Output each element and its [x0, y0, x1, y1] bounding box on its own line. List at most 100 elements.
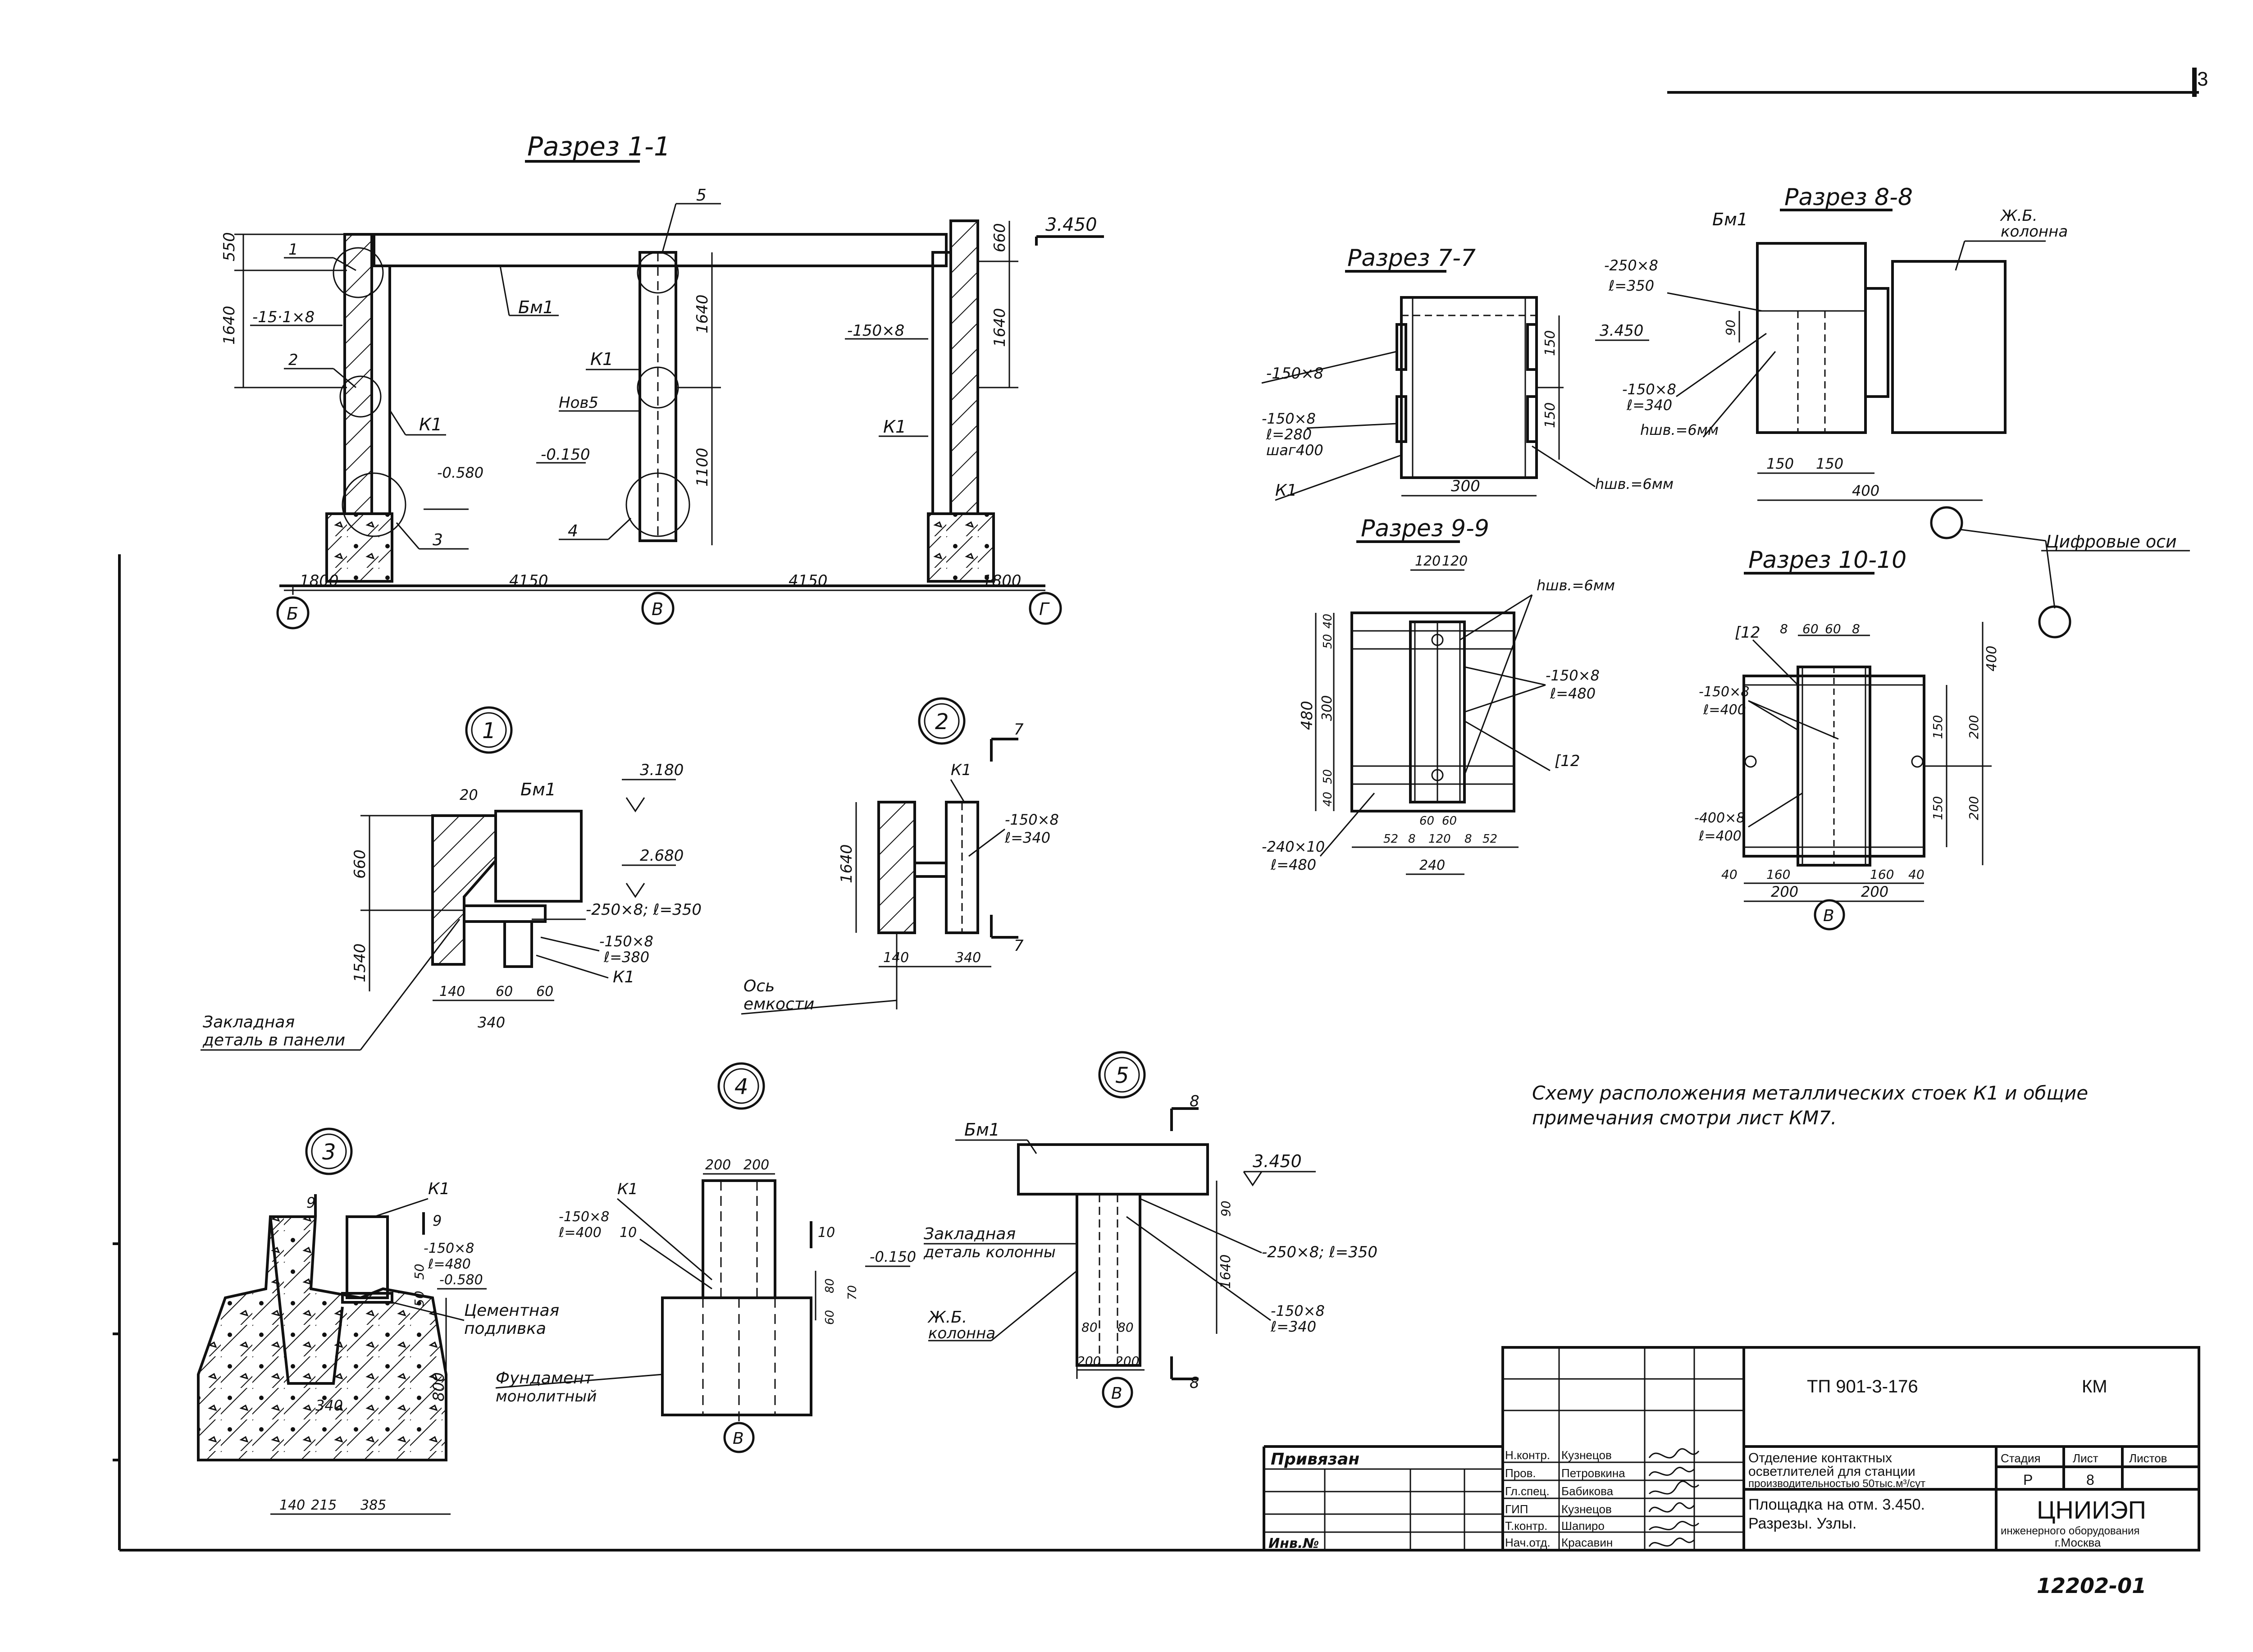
tb-project-3: производительностью 50тыс.м³/сут: [1748, 1478, 1925, 1490]
node-1-elev-top: 3.180: [640, 761, 684, 779]
tb-name-0: Кузнецов: [1561, 1448, 1612, 1462]
s99-plate-b: ℓ=480: [1550, 685, 1596, 702]
node-1-dim-h-2: 60: [536, 984, 553, 999]
s11-plate-right: -150×8: [847, 322, 904, 340]
section-9-9-title: Разрез 9-9: [1361, 515, 1489, 542]
tb-name-5: Красавин: [1561, 1536, 1613, 1549]
s88-col-b: колонна: [2001, 223, 2068, 241]
node-2-axis-a: Ось: [743, 977, 775, 995]
node-4-number: 4: [734, 1074, 748, 1100]
s99-dim-b-1: 8: [1408, 832, 1416, 846]
tb-sheet-title-1: Площадка на отм. 3.450.: [1748, 1496, 1925, 1513]
tb-col-stage: Стадия: [2001, 1451, 2041, 1465]
tb-col-sheet: Лист: [2073, 1451, 2098, 1465]
document-number: 12202-01: [2037, 1574, 2146, 1598]
s11-post-right: К1: [883, 417, 906, 437]
s11-plate-mid: Нов5: [559, 394, 598, 412]
s88-dim-v: 90: [1723, 319, 1738, 336]
node-3-plate-b: ℓ=480: [428, 1256, 471, 1272]
s1010-plate-a: -150×8: [1699, 684, 1749, 700]
s77-dim-h: 300: [1451, 477, 1480, 495]
node-1-number: 1: [482, 718, 496, 744]
node-5-dim-h-1: 80: [1117, 1320, 1134, 1335]
s88-plate-1a: -250×8: [1604, 257, 1658, 274]
s88-plate-1b: ℓ=350: [1608, 277, 1654, 294]
s11-dim-v-2: 1640: [693, 294, 711, 333]
node-5-dim-v-0: 90: [1218, 1200, 1233, 1217]
node-1-dim-v-1: 1540: [351, 943, 369, 982]
node-2-dim-h-1: 340: [955, 950, 981, 966]
node-5-dim-h-0: 80: [1081, 1320, 1098, 1335]
tb-inv: Инв.№: [1268, 1536, 1319, 1552]
s1010-dim-b-1: 160: [1766, 867, 1790, 882]
node-1-post: К1: [613, 968, 634, 986]
tb-org-3: г.Москва: [2055, 1536, 2101, 1549]
s88-elev: 3.450: [1600, 322, 1643, 340]
s99-dim-top-1: 120: [1442, 553, 1468, 569]
tb-name-1: Петровкина: [1561, 1466, 1625, 1480]
tb-sheet-num: 8: [2086, 1472, 2094, 1488]
s77-weld: hшв.=6мм: [1595, 475, 1674, 493]
s99-plate-a: -150×8: [1546, 667, 1600, 684]
s1010-dim-v-0: 150: [1930, 715, 1945, 739]
node-4-dim-top-1: 200: [743, 1157, 769, 1173]
node-4-found-a: Фундамент: [496, 1369, 594, 1387]
s99-dim-v-5: 480: [1298, 701, 1316, 730]
node-1-gap: 20: [460, 786, 478, 803]
tb-org-1: ЦНИИЭП: [2037, 1496, 2146, 1524]
node-4-dim-top-0: 200: [705, 1157, 731, 1173]
tb-role-5: Нач.отд.: [1505, 1536, 1551, 1549]
s88-dim-h-0: 150: [1766, 455, 1794, 472]
title-block: ТП 901-3-176 КМ Привязан Инв.№ Н.контр. …: [1263, 1346, 2200, 1552]
s99-dim-b-3: 60: [1442, 814, 1457, 828]
tb-col-sheets: Листов: [2129, 1451, 2167, 1465]
digital-axes: Цифровые оси: [1930, 506, 2190, 639]
s1010-plate-base-a: -400×8: [1694, 810, 1745, 826]
node-1-elev-mid: 2.680: [640, 847, 684, 865]
s11-dim-v-4: 660: [991, 223, 1009, 252]
s11-elev-top: 3.450: [1045, 214, 1097, 235]
s99-channel: [12: [1555, 752, 1580, 770]
s1010-dim-b-2: 160: [1870, 867, 1894, 882]
node-3-cut-left: 9: [306, 1194, 315, 1211]
node-4: 4 200 200 К1 -150×8 ℓ=400 10 10 -0.150 8…: [495, 1062, 916, 1453]
section-9-9: Разрез 9-9 120 120 hшв.=6мм -150×8 ℓ=480…: [1262, 515, 1615, 875]
s99-dim-b-2: 60: [1419, 814, 1434, 828]
node-1-dim-h-1: 60: [496, 984, 513, 999]
s99-dim-v-1: 50: [1321, 634, 1335, 649]
s77-dim-v-1: 150: [1542, 402, 1558, 428]
node-4-found-b: монолитный: [496, 1387, 597, 1406]
s1010-dim-top-1: 60: [1802, 621, 1819, 636]
node-5-dim-h-3: 200: [1115, 1354, 1139, 1369]
section-10-10: Разрез 10-10 [12 8 60 60 8 -150×8 ℓ=400 …: [1694, 547, 2000, 931]
tb-role-4: Т.контр.: [1505, 1519, 1547, 1533]
node-3-post: К1: [428, 1180, 450, 1198]
tb-bound: Привязан: [1271, 1450, 1359, 1469]
node-5-beam: Бм1: [964, 1120, 1000, 1140]
s11-callout-4: 4: [568, 522, 578, 540]
node-1-dim-h-3: 340: [478, 1014, 505, 1031]
s11-dim-h-2: 4150: [789, 572, 828, 590]
s11-beam-label: Бм1: [518, 297, 554, 317]
s1010-plate-b: ℓ=400: [1703, 702, 1746, 718]
node-4-elev: -0.150: [870, 1248, 916, 1265]
s11-dim-v-5: 1640: [991, 308, 1009, 347]
node-4-plate-b: ℓ=400: [558, 1225, 602, 1241]
s88-col-a: Ж.Б.: [2000, 207, 2038, 225]
s99-dim-v-2: 300: [1319, 695, 1335, 721]
s11-axis-b: Б: [287, 604, 298, 624]
s11-callout-1: 1: [288, 241, 298, 259]
node-1-embed-a: Закладная: [203, 1013, 295, 1031]
node-1-plate-2b: ℓ=380: [603, 949, 649, 966]
node-2-plate-a: -150×8: [1005, 811, 1059, 828]
node-1-embed-b: деталь в панели: [202, 1031, 345, 1050]
s88-dim-h-2: 400: [1852, 482, 1879, 499]
node-2-post: К1: [951, 761, 971, 779]
s88-plate-2a: -150×8: [1622, 381, 1676, 398]
tb-project-1: Отделение контактных: [1748, 1451, 1892, 1465]
s88-beam: Бм1: [1712, 210, 1748, 229]
node-3-dim-v-2: 800: [430, 1372, 448, 1401]
node-3-cut-right: 9: [433, 1212, 442, 1229]
node-3: 3 К1 9 9 -150×8 ℓ=480 -0.580 Цементная п…: [197, 1127, 559, 1515]
